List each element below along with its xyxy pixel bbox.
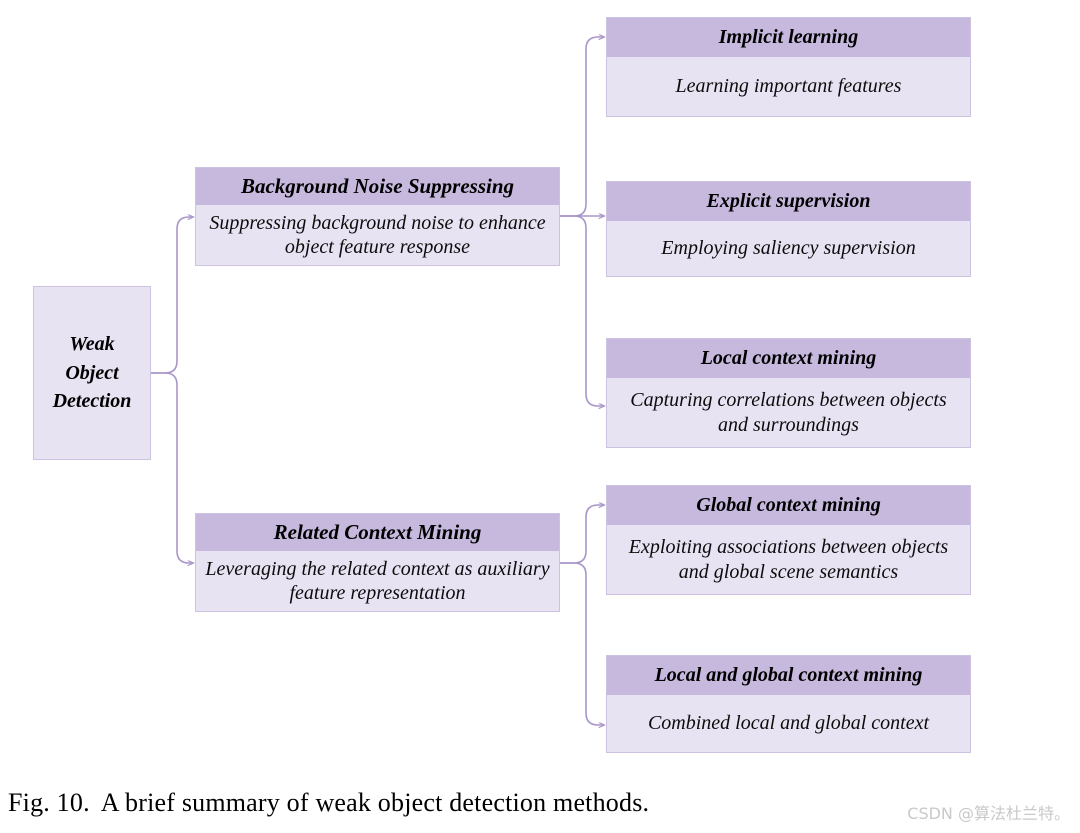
figure-caption: Fig. 10. A brief summary of weak object d…	[8, 788, 649, 818]
watermark-text: CSDN @算法杜兰特。	[907, 804, 1070, 823]
node-title: Explicit supervision	[607, 182, 970, 221]
node-local-context-mining[interactable]: Local context mining Capturing correlati…	[606, 338, 971, 448]
connector-bns-to-implicit	[560, 37, 604, 217]
node-description: Leveraging the related context as auxili…	[196, 551, 559, 611]
connector-root-to-bns	[151, 217, 193, 374]
node-related-context-mining[interactable]: Related Context Mining Leveraging the re…	[195, 513, 560, 612]
node-explicit-supervision[interactable]: Explicit supervision Employing saliency …	[606, 181, 971, 277]
node-description: Suppressing background noise to enhance …	[196, 205, 559, 265]
node-description: Capturing correlations between objects a…	[607, 378, 970, 447]
node-local-and-global-context-mining[interactable]: Local and global context mining Combined…	[606, 655, 971, 753]
connector-root-to-rcm	[151, 372, 193, 563]
node-title: Global context mining	[607, 486, 970, 525]
node-title: Background Noise Suppressing	[196, 168, 559, 205]
node-description: Exploiting associations between objects …	[607, 525, 970, 594]
node-background-noise-suppressing[interactable]: Background Noise Suppressing Suppressing…	[195, 167, 560, 266]
node-description: Learning important features	[607, 57, 970, 116]
node-description: Employing saliency supervision	[607, 221, 970, 276]
node-global-context-mining[interactable]: Global context mining Exploiting associa…	[606, 485, 971, 595]
node-title: Local context mining	[607, 339, 970, 378]
connector-rcm-to-localglobal	[560, 562, 604, 725]
figure-caption-text: A brief summary of weak object detection…	[100, 788, 650, 817]
node-title: Implicit learning	[607, 18, 970, 57]
connector-bns-to-local	[560, 215, 604, 406]
node-description: Combined local and global context	[607, 695, 970, 752]
node-weak-object-detection[interactable]: Weak Object Detection	[33, 286, 151, 460]
root-label: Weak Object Detection	[52, 333, 132, 413]
figure-number: Fig. 10.	[8, 788, 90, 817]
node-title: Local and global context mining	[607, 656, 970, 695]
connector-rcm-to-global	[560, 505, 604, 564]
node-title: Related Context Mining	[196, 514, 559, 551]
node-implicit-learning[interactable]: Implicit learning Learning important fea…	[606, 17, 971, 117]
